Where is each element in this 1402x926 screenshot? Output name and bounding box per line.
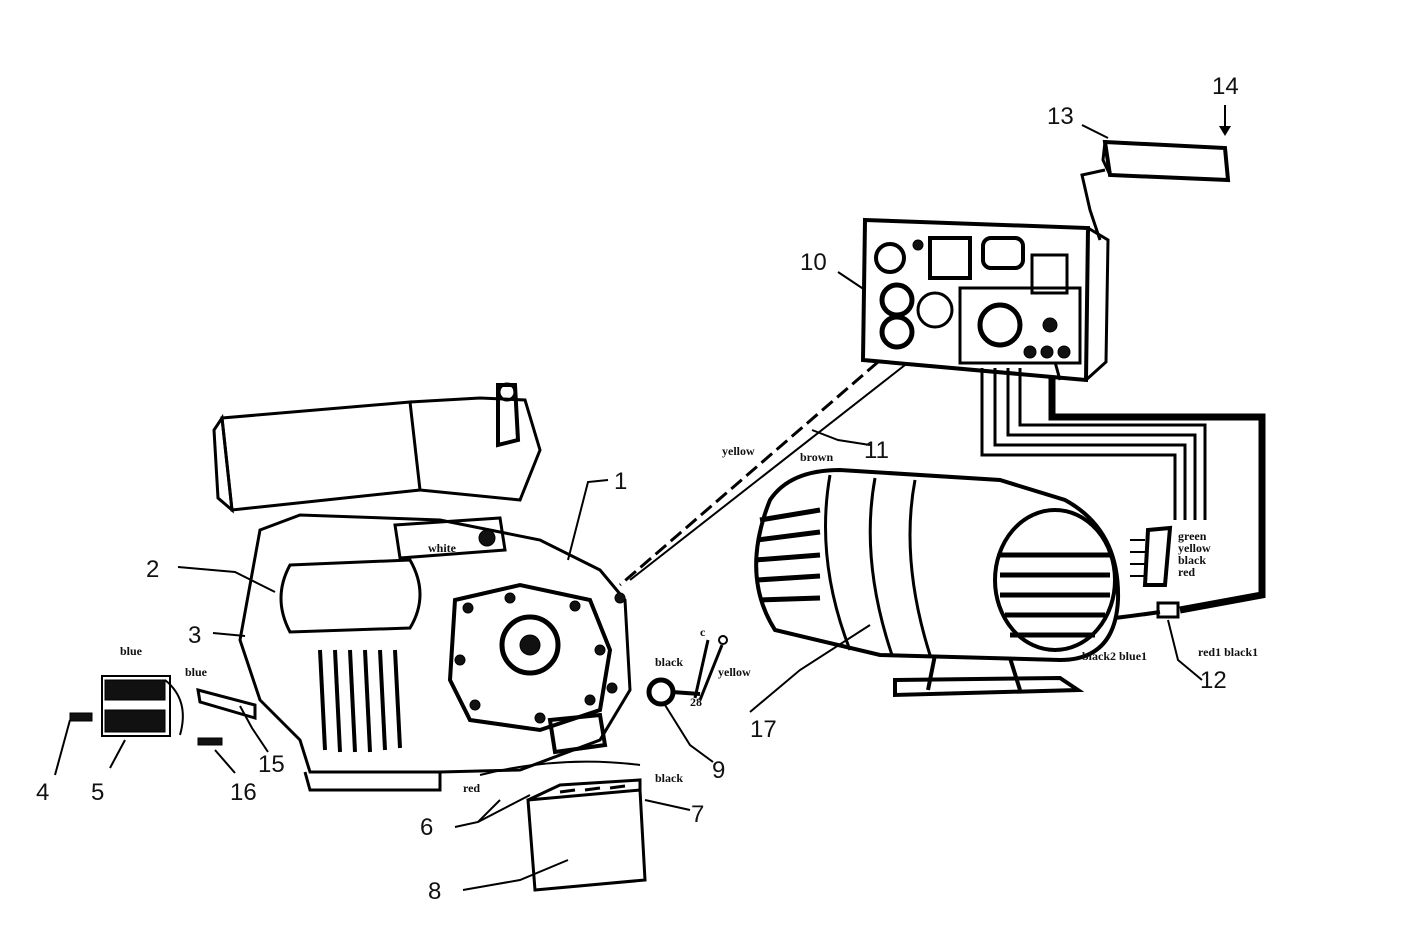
wire-label-black-battery: black [655, 771, 683, 785]
screw-16 [197, 737, 223, 746]
wire-labels: blue blue white red black black yellow c… [120, 444, 1258, 795]
callout-11: 11 [864, 437, 889, 464]
wire-label-blue-left: blue [120, 644, 143, 658]
arrow-14 [1219, 126, 1231, 136]
cable-11 [619, 360, 906, 587]
wire-label-c: c [700, 625, 706, 639]
alternator [754, 467, 1180, 698]
callout-4: 4 [36, 779, 49, 806]
wire-label-red1-black1: red1 black1 [1198, 645, 1258, 659]
callout-numbers: 1 2 3 4 5 6 7 8 9 10 11 12 13 14 15 16 1… [36, 73, 1239, 905]
wire-label-yellow-9: yellow [718, 665, 751, 679]
terminal-connector [1130, 525, 1173, 587]
callout-8: 8 [428, 878, 441, 905]
wire-label-black2-blue1: black2 blue1 [1082, 649, 1147, 663]
callout-2: 2 [146, 556, 159, 583]
wire-label-yellow-connector: yellow [1178, 541, 1211, 555]
wire-label-blue-mid: blue [185, 665, 208, 679]
control-panel [860, 217, 1110, 383]
callout-5: 5 [91, 779, 104, 806]
callout-6: 6 [420, 814, 433, 841]
callout-3: 3 [188, 622, 201, 649]
callout-16: 16 [230, 779, 257, 806]
ignition-switch [101, 675, 184, 737]
callout-17: 17 [750, 716, 777, 743]
wire-label-black-connector: black [1178, 553, 1206, 567]
panel-harness [980, 361, 1266, 614]
wire-label-green-connector: green [1178, 529, 1207, 543]
bracket-15 [196, 687, 257, 720]
wire-label-black-9: black [655, 655, 683, 669]
callout-14: 14 [1212, 73, 1239, 100]
engine-assembly [212, 382, 632, 792]
wire-label-red-connector: red [1178, 565, 1195, 579]
callout-13: 13 [1047, 103, 1074, 130]
part-13-box [1080, 139, 1231, 241]
wire-label-red-battery: red [463, 781, 480, 795]
wire-label-white: white [428, 541, 457, 555]
callout-12: 12 [1200, 667, 1227, 694]
callout-10: 10 [800, 249, 827, 276]
callout-1: 1 [614, 468, 627, 495]
leader-lines [54, 105, 1226, 891]
battery [479, 760, 647, 892]
screw-4 [69, 712, 93, 722]
wire-label-yellow-11: yellow [722, 444, 755, 458]
wire-label-28: 28 [690, 695, 702, 709]
wire-label-brown-11: brown [800, 450, 833, 464]
callout-15: 15 [258, 751, 285, 778]
callout-7: 7 [691, 801, 704, 828]
rectifier-9 [646, 635, 728, 707]
callout-9: 9 [712, 757, 725, 784]
